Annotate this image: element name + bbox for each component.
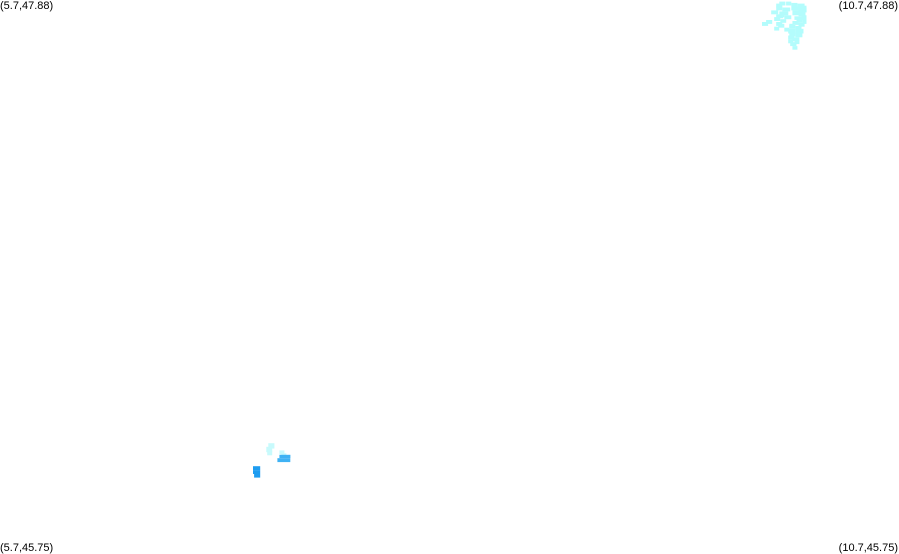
raster-cell bbox=[277, 458, 291, 463]
raster-cell bbox=[792, 10, 799, 16]
raster-cell bbox=[798, 7, 807, 13]
raster-cell bbox=[279, 454, 291, 459]
raster-cell bbox=[266, 446, 273, 453]
raster-cell bbox=[782, 7, 791, 12]
north-east-cluster bbox=[762, 1, 807, 50]
raster-cell bbox=[771, 10, 779, 15]
raster-cell bbox=[798, 11, 806, 17]
corner-label-bottom-left: (5.7,45.75) bbox=[0, 542, 54, 554]
raster-cell bbox=[778, 23, 785, 28]
raster-cell bbox=[776, 14, 784, 19]
raster-cell bbox=[780, 19, 787, 23]
raster-cell bbox=[794, 16, 802, 20]
corner-label-top-left: (5.7,47.88) bbox=[0, 0, 54, 12]
raster-cell bbox=[253, 470, 261, 474]
corner-label-top-right: (10.7,47.88) bbox=[838, 0, 898, 12]
raster-cell bbox=[788, 39, 794, 44]
corner-label-bottom-right: (10.7,45.75) bbox=[838, 542, 898, 554]
raster-cell bbox=[795, 25, 802, 30]
raster-cell bbox=[776, 3, 783, 8]
raster-cell bbox=[792, 21, 799, 25]
raster-cell bbox=[774, 17, 781, 21]
raster-cell bbox=[790, 42, 797, 47]
raster-cell bbox=[791, 2, 798, 7]
raster-cell bbox=[267, 450, 273, 456]
raster-cell bbox=[800, 5, 807, 10]
raster-cell bbox=[788, 28, 796, 34]
raster-cell bbox=[792, 37, 800, 42]
raster-cell bbox=[798, 22, 805, 27]
raster-cell bbox=[774, 26, 780, 31]
raster-cell bbox=[784, 27, 790, 32]
raster-cell bbox=[801, 15, 807, 20]
raster-cell bbox=[789, 32, 796, 37]
raster-cell bbox=[795, 28, 804, 34]
raster-cell bbox=[762, 22, 769, 26]
raster-cell bbox=[253, 466, 261, 471]
raster-cell bbox=[776, 6, 783, 11]
raster-cell bbox=[786, 1, 792, 6]
raster-cell bbox=[796, 18, 803, 23]
raster-cell bbox=[802, 19, 807, 24]
raster-cell bbox=[794, 40, 800, 45]
south-west-blue-a bbox=[277, 454, 291, 463]
raster-cell bbox=[780, 14, 785, 18]
raster-cell bbox=[279, 450, 285, 455]
raster-cell bbox=[268, 443, 275, 449]
raster-cell bbox=[791, 6, 799, 11]
raster-cell bbox=[797, 3, 805, 8]
raster-cell bbox=[779, 11, 789, 16]
south-west-blue-b bbox=[253, 466, 261, 478]
raster-cell bbox=[795, 33, 803, 38]
raster-cell bbox=[766, 20, 773, 24]
raster-cell bbox=[784, 15, 792, 20]
raster-cell bbox=[254, 474, 261, 478]
raster-cell bbox=[788, 35, 795, 40]
raster-cell bbox=[789, 23, 794, 28]
raster-cell bbox=[792, 46, 798, 50]
raster-cell bbox=[779, 1, 786, 6]
